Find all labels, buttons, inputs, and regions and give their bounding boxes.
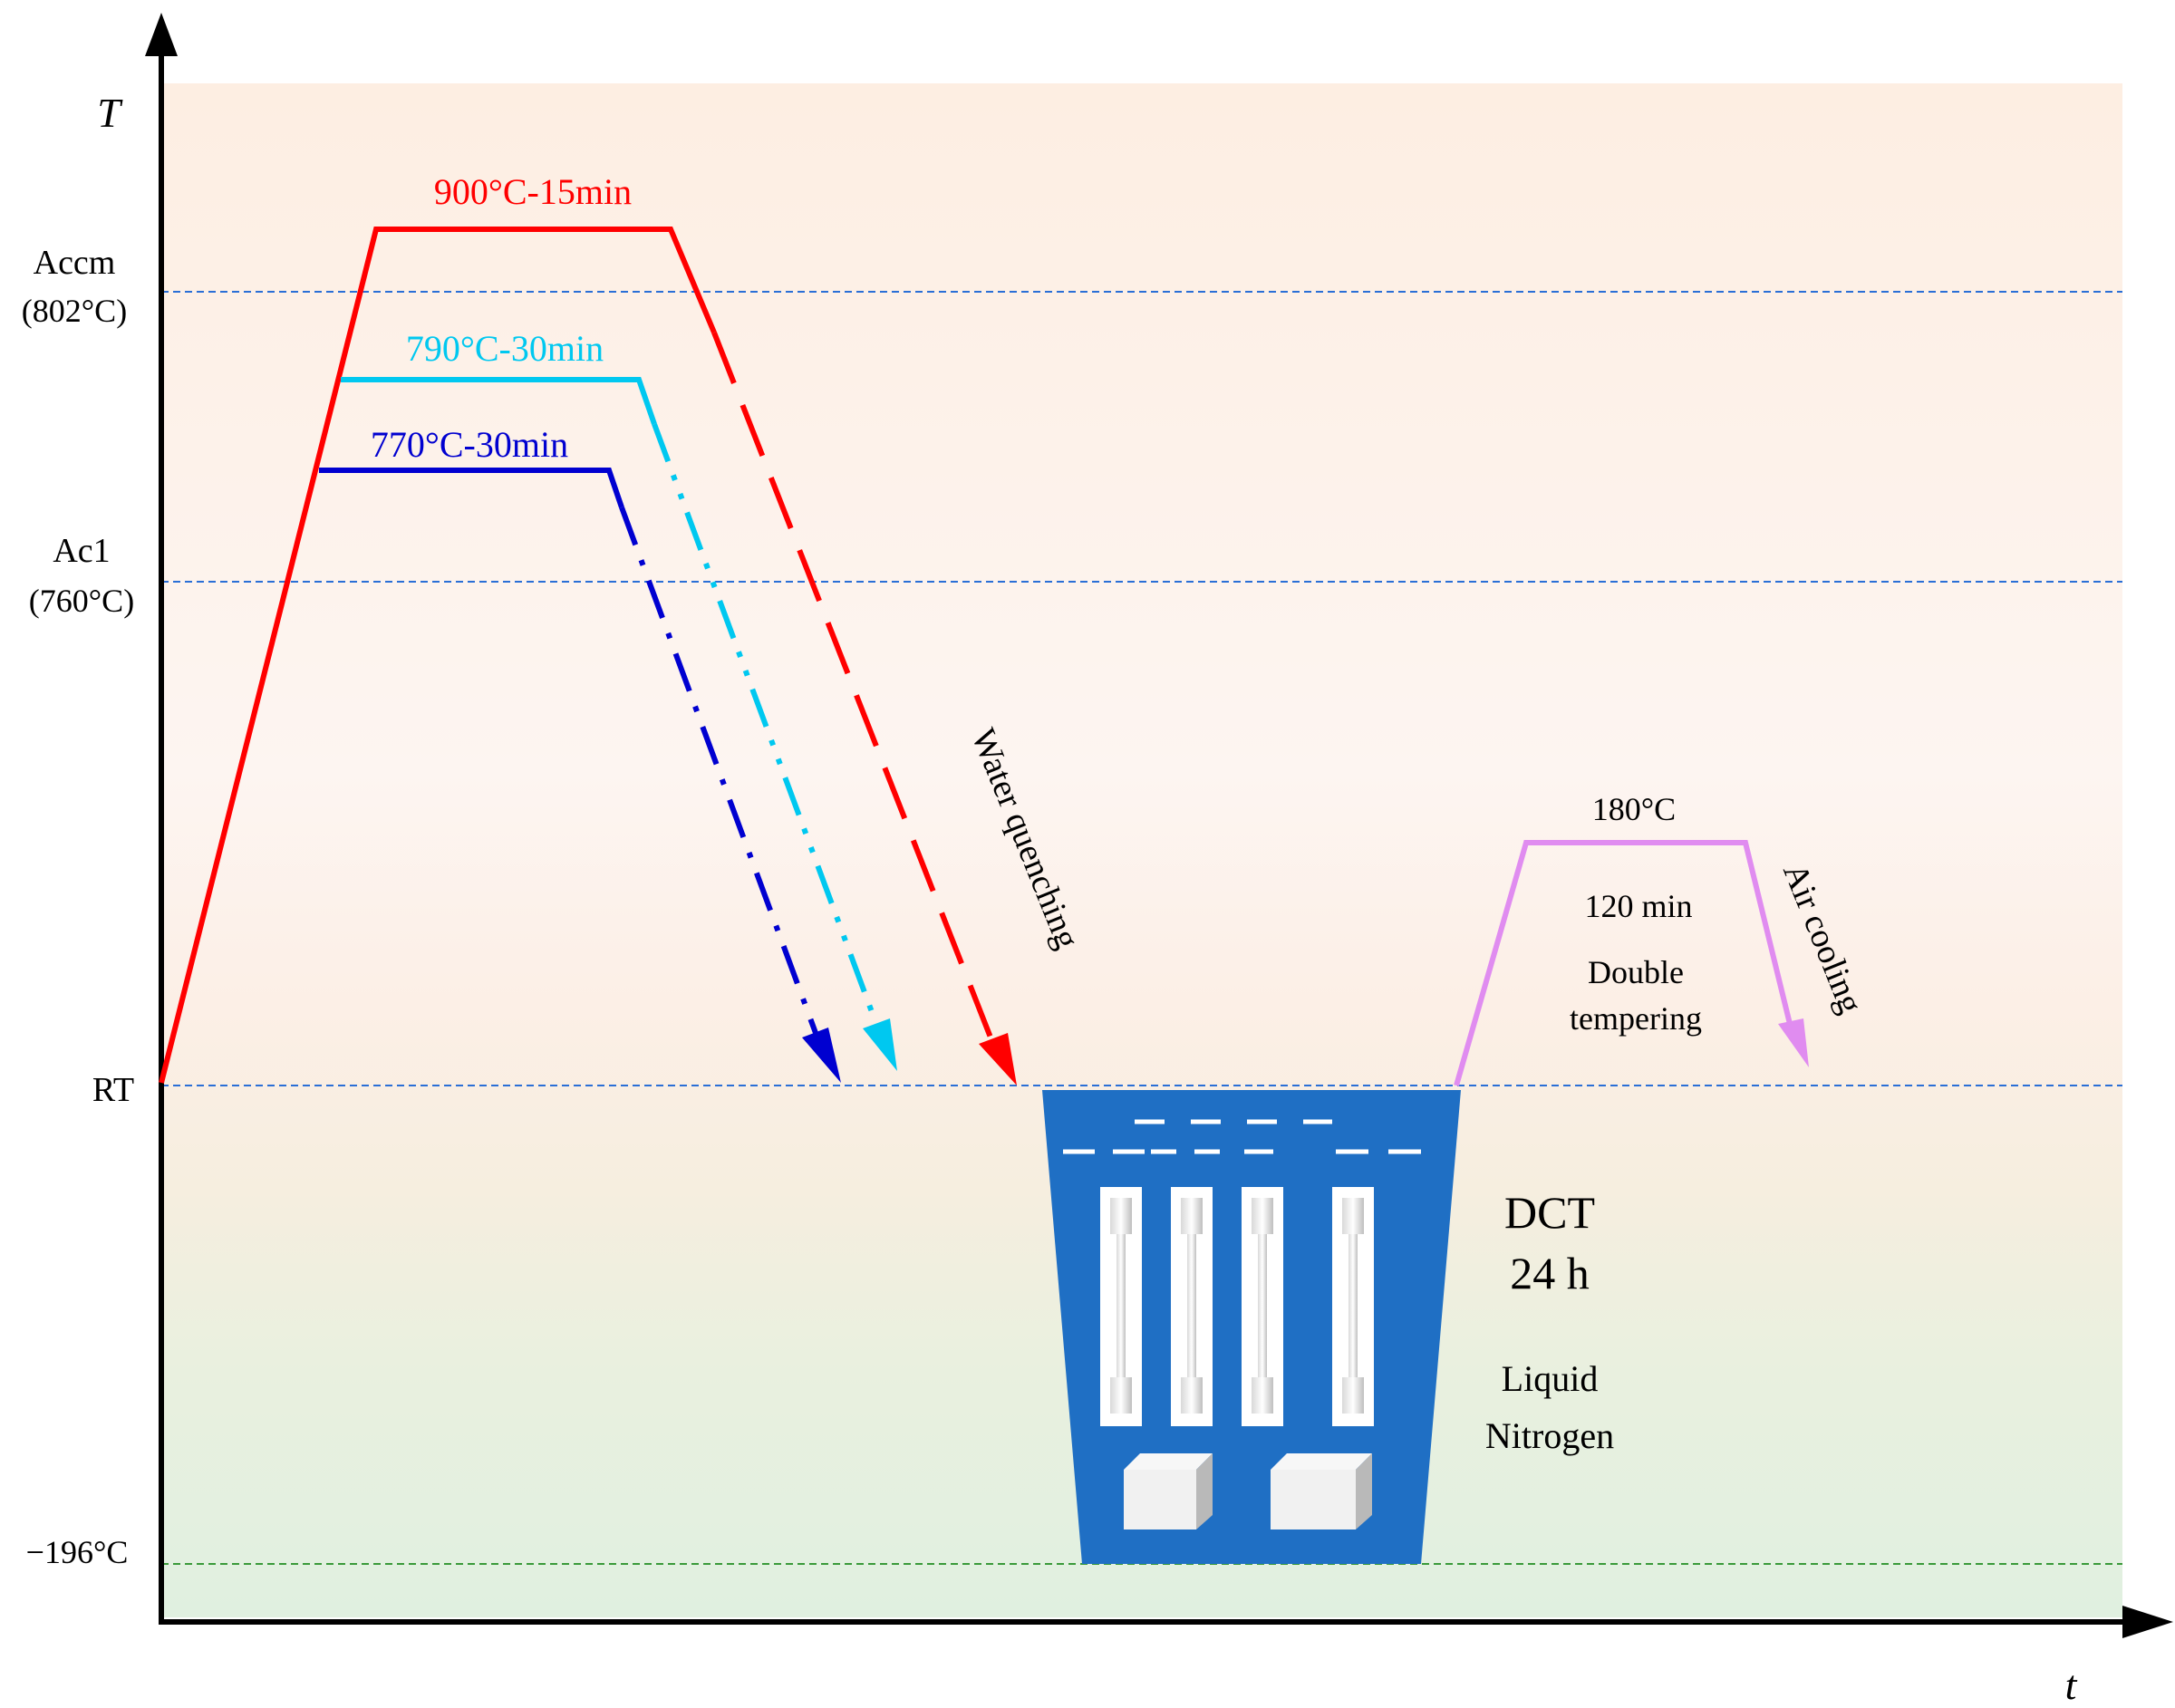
liquid-surface-dashes [1063,1119,1421,1154]
profile-790-label: 790°C-30min [406,328,604,369]
dct-duration: 24 h [1510,1248,1590,1298]
blue-quench-arrowhead [802,1028,841,1083]
block-sample-1 [1124,1453,1213,1529]
air-cooling-arrowhead [1778,1018,1809,1067]
accm-temp-label: (802°C) [22,293,127,329]
x-axis-arrowhead [2122,1606,2173,1638]
liquid-nitrogen-line1: Liquid [1502,1358,1599,1399]
tensile-specimen-1 [1100,1187,1142,1426]
tempering-temp-label: 180°C [1592,791,1676,827]
tempering-line [1454,840,1793,1086]
accm-label: Accm [34,244,116,282]
ac1-label: Ac1 [53,532,110,570]
x-axis-label: t [2065,1662,2078,1708]
double-tempering-line2: tempering [1570,1000,1702,1037]
liquid-nitrogen-line2: Nitrogen [1485,1415,1614,1456]
tensile-specimen-2 [1171,1187,1213,1426]
tempering-time-label: 120 min [1584,888,1692,924]
profile-770-label: 770°C-30min [371,424,568,465]
red-quench-line [711,331,995,1044]
red-heating-line [159,227,717,1084]
blue-hold-line [319,468,624,508]
block-sample-2 [1271,1453,1372,1529]
rt-label: RT [92,1071,134,1109]
y-axis-label: T [97,90,123,136]
ln2-temp-label: −196°C [26,1534,129,1570]
cyan-quench-line [652,422,880,1028]
blue-quench-line [619,506,818,1035]
profile-900-label: 900°C-15min [434,171,632,212]
tensile-specimen-4 [1332,1187,1374,1426]
cyan-quench-arrowhead [863,1018,897,1071]
red-quench-arrowhead [979,1033,1017,1086]
tensile-specimen-3 [1242,1187,1283,1426]
ac1-temp-label: (760°C) [29,583,134,619]
cyan-hold-line [341,377,657,425]
y-axis-arrowhead [145,13,178,56]
double-tempering-line1: Double [1588,954,1684,990]
dct-title: DCT [1504,1187,1595,1238]
